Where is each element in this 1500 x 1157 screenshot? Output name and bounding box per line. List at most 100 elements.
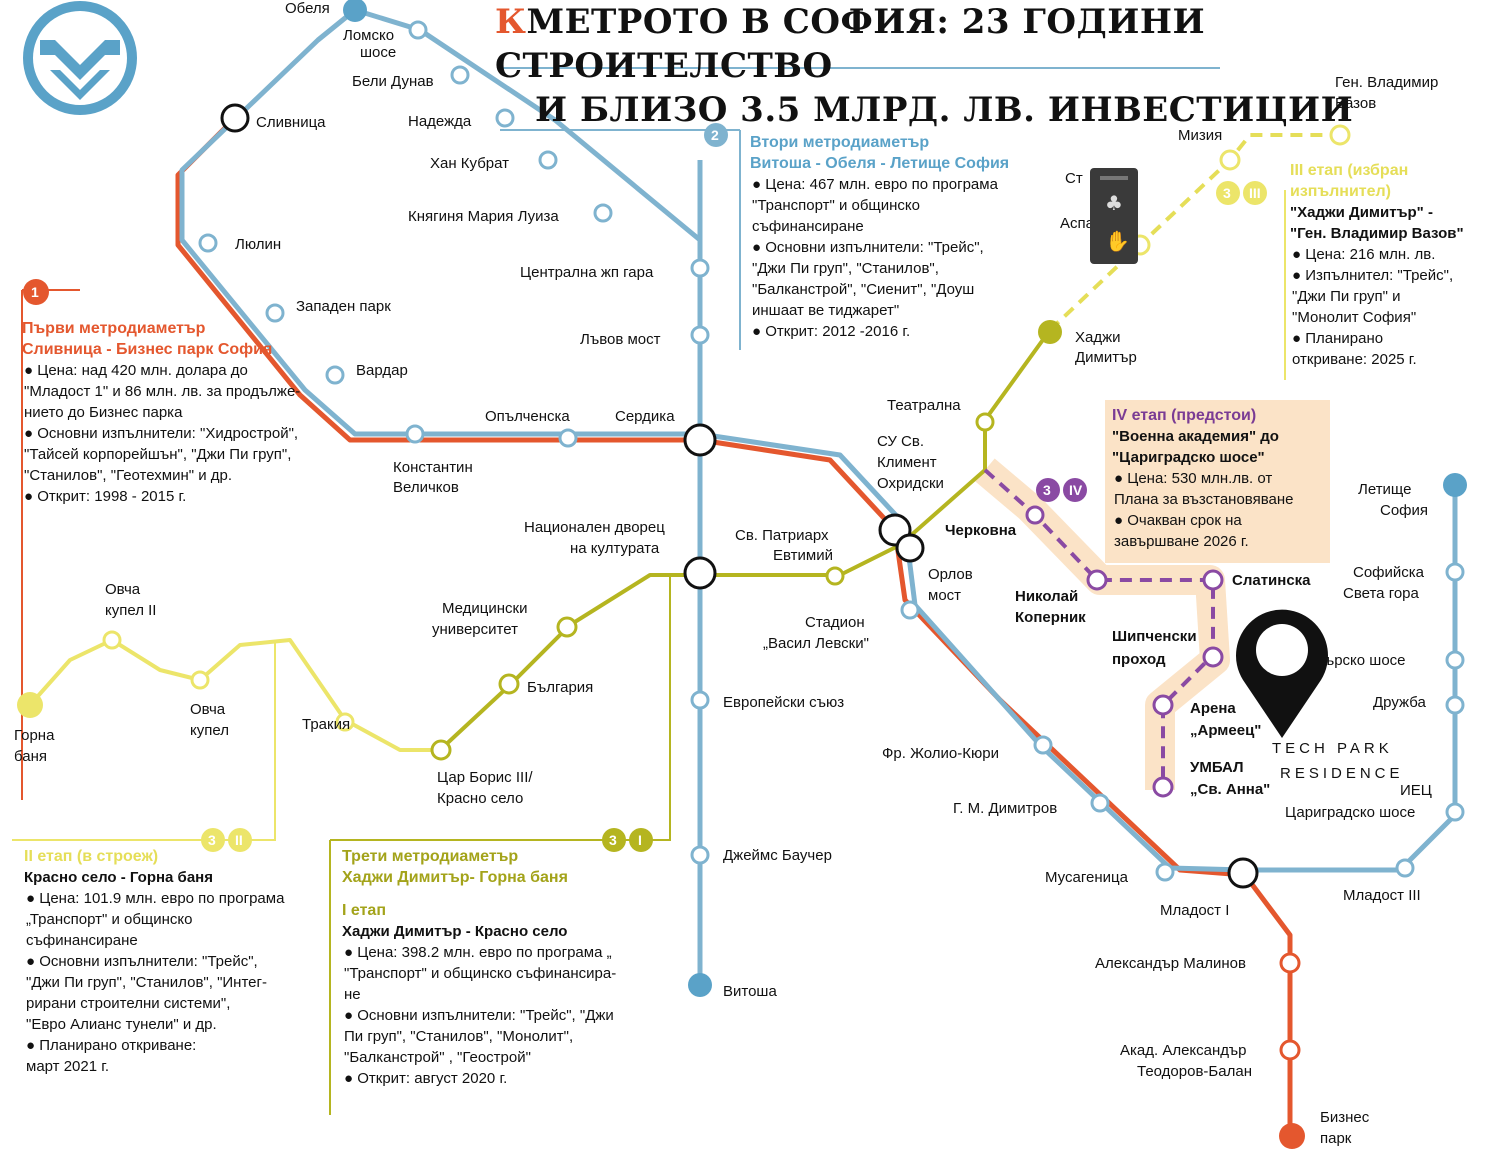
svg-text:Софийска: Софийска — [1353, 564, 1425, 581]
svg-text:Овча: Овча — [190, 701, 226, 718]
svg-text:Константин: Константин — [393, 459, 473, 476]
svg-text:„Св. Анна": „Св. Анна" — [1190, 781, 1270, 798]
svg-text:УМБАЛ: УМБАЛ — [1190, 759, 1244, 776]
line3-stage4-info: IV етап (предстои) "Военна академия" до … — [1112, 407, 1294, 550]
svg-text:Димитър: Димитър — [1075, 349, 1137, 366]
svg-text:Лъвов мост: Лъвов мост — [580, 331, 661, 348]
badge-line3: 3 I — [602, 828, 653, 852]
station-slivnitsa — [220, 103, 250, 133]
svg-text:Театрална: Театрална — [887, 397, 961, 414]
olive-stations — [430, 412, 995, 761]
svg-text:IV: IV — [1069, 482, 1083, 498]
svg-text:„Васил Левски": „Васил Левски" — [763, 635, 869, 652]
blue-stations — [198, 20, 1465, 882]
svg-text:Фр. Жолио-Кюри: Фр. Жолио-Кюри — [882, 745, 999, 762]
svg-text:Джеймс Баучер: Джеймс Баучер — [723, 847, 832, 864]
svg-text:Сердика: Сердика — [615, 408, 675, 425]
svg-text:Летище: Летище — [1358, 481, 1411, 498]
station-mladost1 — [1227, 857, 1259, 889]
svg-text:университет: университет — [432, 621, 518, 638]
yellow-terminal — [17, 692, 43, 718]
svg-text:Цариградско шосе: Цариградско шосе — [1285, 804, 1415, 821]
blue-terminals — [343, 0, 1467, 997]
purple-stations — [1025, 505, 1224, 798]
metro-logo-icon — [23, 1, 137, 115]
svg-text:Охридски: Охридски — [877, 475, 944, 492]
svg-text:Вардар: Вардар — [356, 362, 408, 379]
svg-text:шосе: шосе — [360, 44, 396, 61]
badge-line1: 1 — [23, 279, 49, 305]
svg-text:Коперник: Коперник — [1015, 609, 1086, 626]
svg-text:Вазов: Вазов — [1335, 95, 1376, 112]
svg-text:1: 1 — [31, 284, 39, 300]
brand-text-2: RESIDENCE — [1280, 765, 1404, 782]
svg-text:купел: купел — [190, 722, 229, 739]
svg-text:Люлин: Люлин — [235, 236, 281, 253]
svg-text:Медицински: Медицински — [442, 600, 528, 617]
station-ndk — [683, 556, 717, 590]
svg-text:мост: мост — [928, 587, 961, 604]
page-title: КМЕТРОТО В СОФИЯ: 23 ГОДИНИ СТРОИТЕЛСТВО… — [495, 2, 1354, 130]
svg-text:Младост III: Младост III — [1343, 887, 1421, 904]
svg-text:Овча: Овча — [105, 581, 141, 598]
svg-text:Теодоров-Балан: Теодоров-Балан — [1137, 1063, 1252, 1080]
svg-text:3: 3 — [208, 832, 216, 848]
svg-text:Тракия: Тракия — [302, 716, 350, 733]
svg-text:Западен парк: Западен парк — [296, 298, 391, 315]
line1-info: Първи метродиаметър Сливница - Бизнес па… — [22, 320, 301, 505]
svg-text:✋: ✋ — [1105, 229, 1130, 253]
svg-text:Хан Кубрат: Хан Кубрат — [430, 155, 509, 172]
svg-text:Черковна: Черковна — [945, 522, 1017, 539]
svg-text:Опълченска: Опълченска — [485, 408, 570, 425]
svg-text:I: I — [638, 832, 642, 848]
svg-text:купел II: купел II — [105, 602, 156, 619]
svg-text:Величков: Величков — [393, 479, 459, 496]
svg-text:проход: проход — [1112, 651, 1166, 668]
svg-text:Евтимий: Евтимий — [773, 547, 833, 564]
svg-text:3: 3 — [1043, 482, 1051, 498]
station-labels: Обеля Ломско шосе Бели Дунав Надежда Хан… — [14, 0, 1438, 1147]
svg-text:Орлов: Орлов — [928, 566, 973, 583]
svg-text:Ген. Владимир: Ген. Владимир — [1335, 74, 1438, 91]
svg-text:Мизия: Мизия — [1178, 127, 1222, 144]
svg-text:Шипченски: Шипченски — [1112, 628, 1197, 645]
svg-text:Сливница: Сливница — [256, 114, 326, 131]
svg-text:Ст: Ст — [1065, 170, 1083, 187]
svg-text:Обеля: Обеля — [285, 0, 330, 17]
svg-text:Горна: Горна — [14, 727, 55, 744]
svg-text:ИЕЦ: ИЕЦ — [1400, 782, 1432, 799]
svg-text:II: II — [235, 832, 243, 848]
yellow-stations — [102, 124, 1351, 732]
badge-line2: 2 — [704, 123, 728, 147]
badge-stage4: 3 IV — [1036, 478, 1087, 502]
svg-text:Мусагеница: Мусагеница — [1045, 869, 1129, 886]
olive-terminal — [1038, 320, 1062, 344]
svg-text:Централна жп гара: Централна жп гара — [520, 264, 654, 281]
svg-text:Младост I: Младост I — [1160, 902, 1229, 919]
line3-stage2-info: II етап (в строеж) Красно село - Горна б… — [24, 848, 285, 1075]
svg-text:III: III — [1249, 185, 1261, 201]
svg-text:Бизнес: Бизнес — [1320, 1109, 1370, 1126]
svg-text:Европейски съюз: Европейски съюз — [723, 694, 844, 711]
line3-info: Трети метродиаметър Хаджи Димитър- Горна… — [342, 848, 617, 1087]
svg-text:Бели Дунав: Бели Дунав — [352, 73, 434, 90]
svg-text:Национален дворец: Национален дворец — [524, 519, 665, 536]
svg-text:2: 2 — [711, 127, 719, 143]
line3-stage3-info: III етап (избран изпълнител) "Хаджи Дими… — [1290, 162, 1464, 368]
dark-floating-widget-icon[interactable]: ♣ ✋ — [1090, 168, 1138, 264]
svg-text:Княгиня Мария Луиза: Княгиня Мария Луиза — [408, 208, 559, 225]
svg-text:Дружба: Дружба — [1373, 694, 1426, 711]
station-orlov — [895, 533, 925, 563]
svg-text:Цар Борис III/: Цар Борис III/ — [437, 769, 533, 786]
brand-text: TECH PARK — [1272, 740, 1393, 757]
station-serdika — [683, 423, 717, 457]
svg-text:„Армеец": „Армеец" — [1190, 722, 1261, 739]
svg-text:Витоша: Витоша — [723, 983, 777, 1000]
svg-text:Николай: Николай — [1015, 588, 1078, 605]
svg-text:Света гора: Света гора — [1343, 585, 1420, 602]
svg-text:Надежда: Надежда — [408, 113, 472, 130]
orange-terminal — [1279, 1123, 1305, 1149]
orange-stations — [1279, 952, 1301, 1061]
svg-text:Красно село: Красно село — [437, 790, 523, 807]
